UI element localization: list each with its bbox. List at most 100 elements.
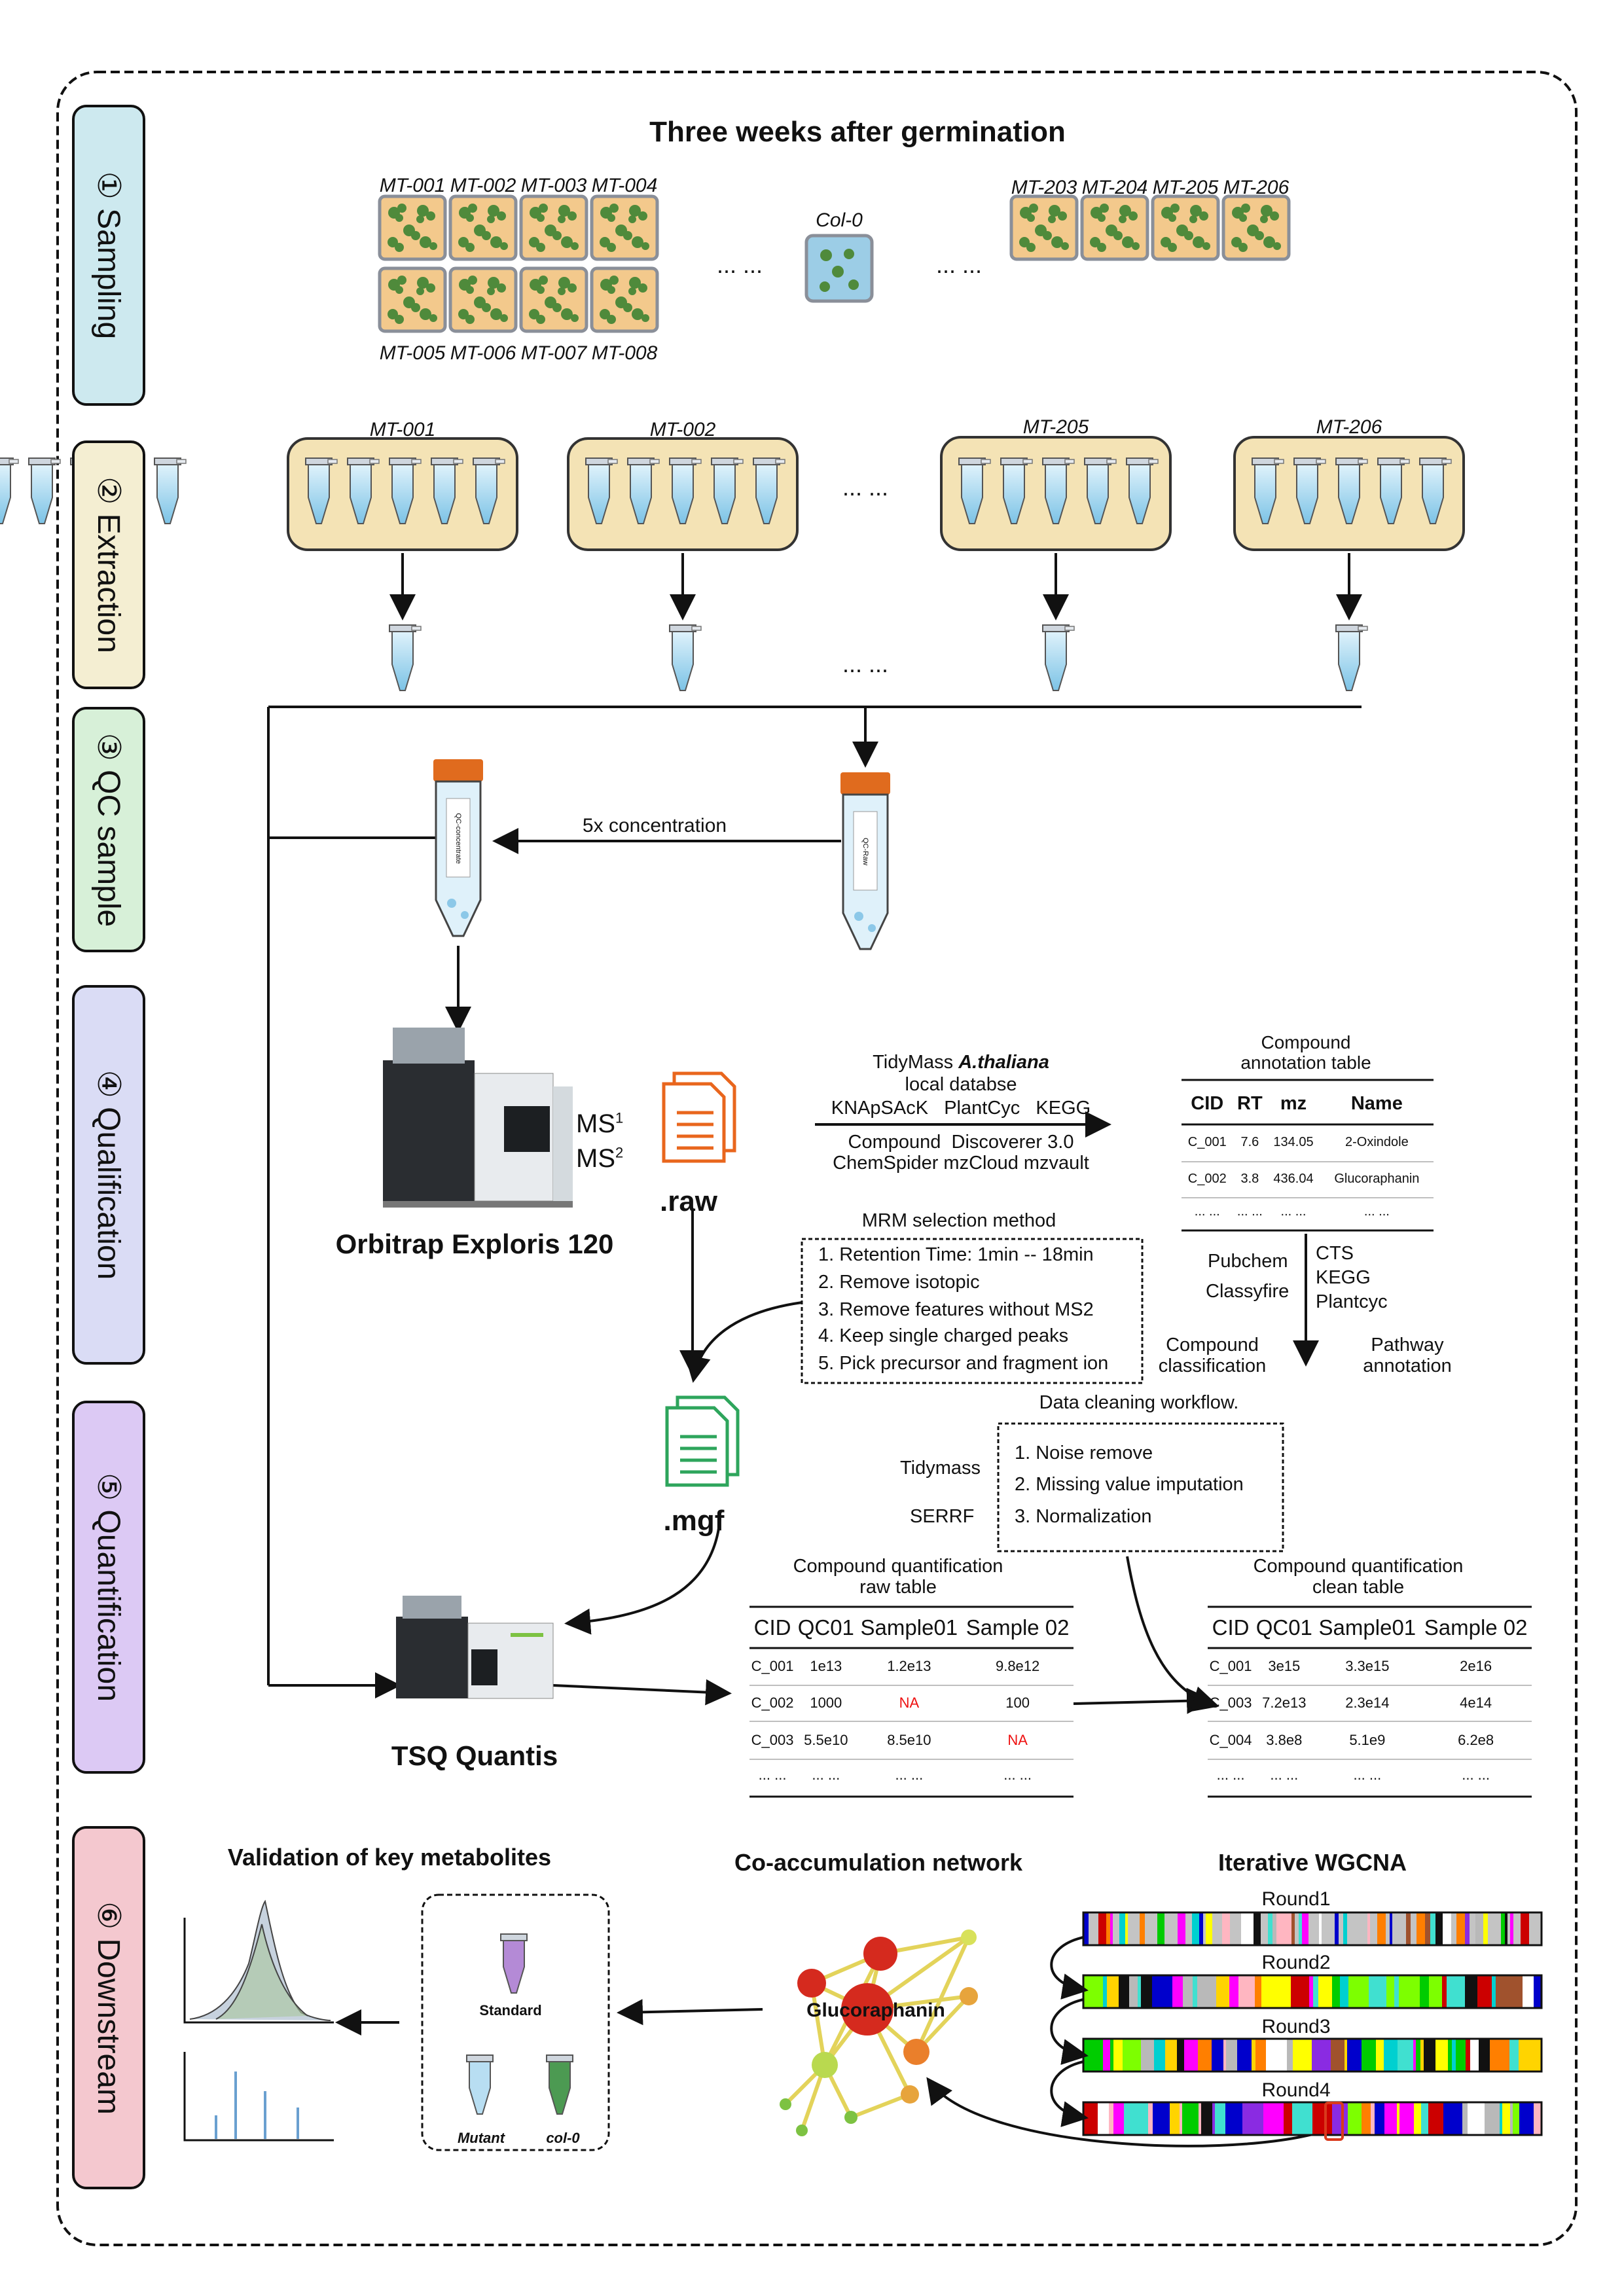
- module-stripe: [1281, 1975, 1291, 2008]
- module-stripe: [1318, 1975, 1332, 2008]
- cleaning-step: 2. Missing value imputation: [1015, 1474, 1244, 1495]
- module-stripe: [1125, 1912, 1128, 1945]
- module-stripe: [1198, 2039, 1212, 2072]
- module-stripe: [1347, 1912, 1350, 1945]
- module-stripe: [1477, 1975, 1492, 2008]
- module-stripe: [1483, 1912, 1488, 1945]
- tsq-instrument: [396, 1596, 554, 1699]
- table-row: ... ...... ...... ...... ...: [758, 1767, 1032, 1783]
- sampling-title: Three weeks after germination: [649, 116, 1066, 148]
- module-stripe: [1103, 2039, 1110, 2072]
- module-stripe: [1339, 1912, 1343, 1945]
- module-stripe: [1411, 1912, 1416, 1945]
- module-stripe: [1496, 1975, 1506, 2008]
- orbitrap-label: Orbitrap Exploris 120: [335, 1229, 614, 1259]
- co-accumulation-network: [780, 1929, 978, 2136]
- module-stripe: [1263, 2102, 1284, 2135]
- module-stripe: [1129, 1975, 1138, 2008]
- module-stripe: [1226, 2039, 1237, 2072]
- module-stripe: [1312, 2039, 1331, 2072]
- module-stripe: [1488, 1912, 1494, 1945]
- tray-label: MT-005: [379, 342, 446, 364]
- module-stripe: [1348, 1975, 1369, 2008]
- module-stripe: [1083, 1975, 1103, 2008]
- module-stripe: [1241, 1912, 1245, 1945]
- module-stripe: [1386, 1975, 1394, 2008]
- column-header: Sample 02: [965, 1615, 1070, 1640]
- module-stripe: [1229, 1975, 1238, 2008]
- tray-label: MT-204: [1081, 177, 1148, 198]
- compound-classification-label: Compound classification: [1158, 1335, 1267, 1376]
- column-header: RT: [1237, 1092, 1263, 1114]
- module-stripe: [1276, 1912, 1281, 1945]
- module-stripe: [1212, 2039, 1223, 2072]
- plantcyc-label: Plantcyc: [1316, 1291, 1388, 1312]
- module-stripe: [1435, 1912, 1443, 1945]
- qc-tubes: [433, 759, 890, 950]
- qc-concentrate-tube-label: QC-concentrate: [454, 813, 463, 864]
- module-stripe: [1398, 2039, 1413, 2072]
- mgf-label: .mgf: [663, 1505, 725, 1537]
- module-stripe: [1149, 1912, 1157, 1945]
- module-stripe: [1119, 1975, 1129, 2008]
- tray-label: MT-205: [1152, 177, 1219, 198]
- module-stripe: [1529, 1912, 1537, 1945]
- module-stripe: [1098, 2102, 1109, 2135]
- tray-label: MT-007: [520, 342, 587, 364]
- module-stripe: [1252, 2039, 1255, 2072]
- control-label: Col-0: [816, 209, 863, 231]
- module-stripe: [1157, 1912, 1161, 1945]
- module-stripe: [1347, 2039, 1362, 2072]
- module-stripe: [1510, 1912, 1513, 1945]
- column-header: CID: [1212, 1615, 1250, 1640]
- module-stripe: [1465, 1975, 1477, 2008]
- module-stripe: [1161, 1912, 1164, 1945]
- module-stripe: [1272, 1912, 1276, 1945]
- round-label: Round3: [1261, 2016, 1331, 2037]
- network-title: Co-accumulation network: [734, 1849, 1023, 1876]
- flow-lines: [267, 706, 1362, 2147]
- module-stripe: [1212, 2102, 1215, 2135]
- module-stripe: [1362, 1912, 1367, 1945]
- module-stripe: [1331, 2039, 1344, 2072]
- module-stripe: [1083, 1912, 1089, 1945]
- module-stripe: [1237, 2039, 1252, 2072]
- module-stripe: [1519, 2039, 1530, 2072]
- module-stripe: [1348, 2102, 1362, 2135]
- module-stripe: [1287, 2039, 1293, 2072]
- mrm-step: 2. Remove isotopic: [818, 1272, 980, 1293]
- extraction-racks: [0, 436, 1465, 551]
- module-stripe: [1172, 1975, 1183, 2008]
- software-line: Compound Discoverer 3.0: [848, 1132, 1074, 1153]
- tray-label: MT-004: [591, 175, 658, 196]
- module-stripe: [1465, 1912, 1470, 1945]
- ms2-label: MS2: [576, 1144, 624, 1173]
- module-stripe: [1384, 2102, 1397, 2135]
- module-stripe: [1225, 2102, 1242, 2135]
- mutant-label: Mutant: [457, 2130, 505, 2146]
- module-stripe: [1367, 1912, 1370, 1945]
- mrm-step: 4. Keep single charged peaks: [818, 1325, 1069, 1346]
- module-stripe: [1461, 2039, 1466, 2072]
- module-stripe: [1494, 1912, 1501, 1945]
- module-stripe: [1183, 1975, 1193, 2008]
- module-stripe: [1222, 1912, 1230, 1945]
- mgf-file-icon: [667, 1397, 738, 1485]
- column-header: Sample01: [860, 1615, 958, 1640]
- stage-downstream: ⑥ Downstream: [72, 1826, 145, 2189]
- module-stripe: [1475, 1912, 1483, 1945]
- column-header: CID: [1191, 1092, 1224, 1114]
- module-stripe: [1332, 2102, 1342, 2135]
- module-stripe: [1140, 1912, 1145, 1945]
- module-stripe: [1138, 1975, 1141, 2008]
- module-stripe: [1299, 1912, 1302, 1945]
- module-stripe: [1376, 2039, 1384, 2072]
- raw-label: .raw: [659, 1185, 718, 1217]
- module-stripe: [1254, 1912, 1261, 1945]
- module-stripe: [1110, 2039, 1113, 2072]
- tidymass-label: Tidymass: [900, 1458, 981, 1479]
